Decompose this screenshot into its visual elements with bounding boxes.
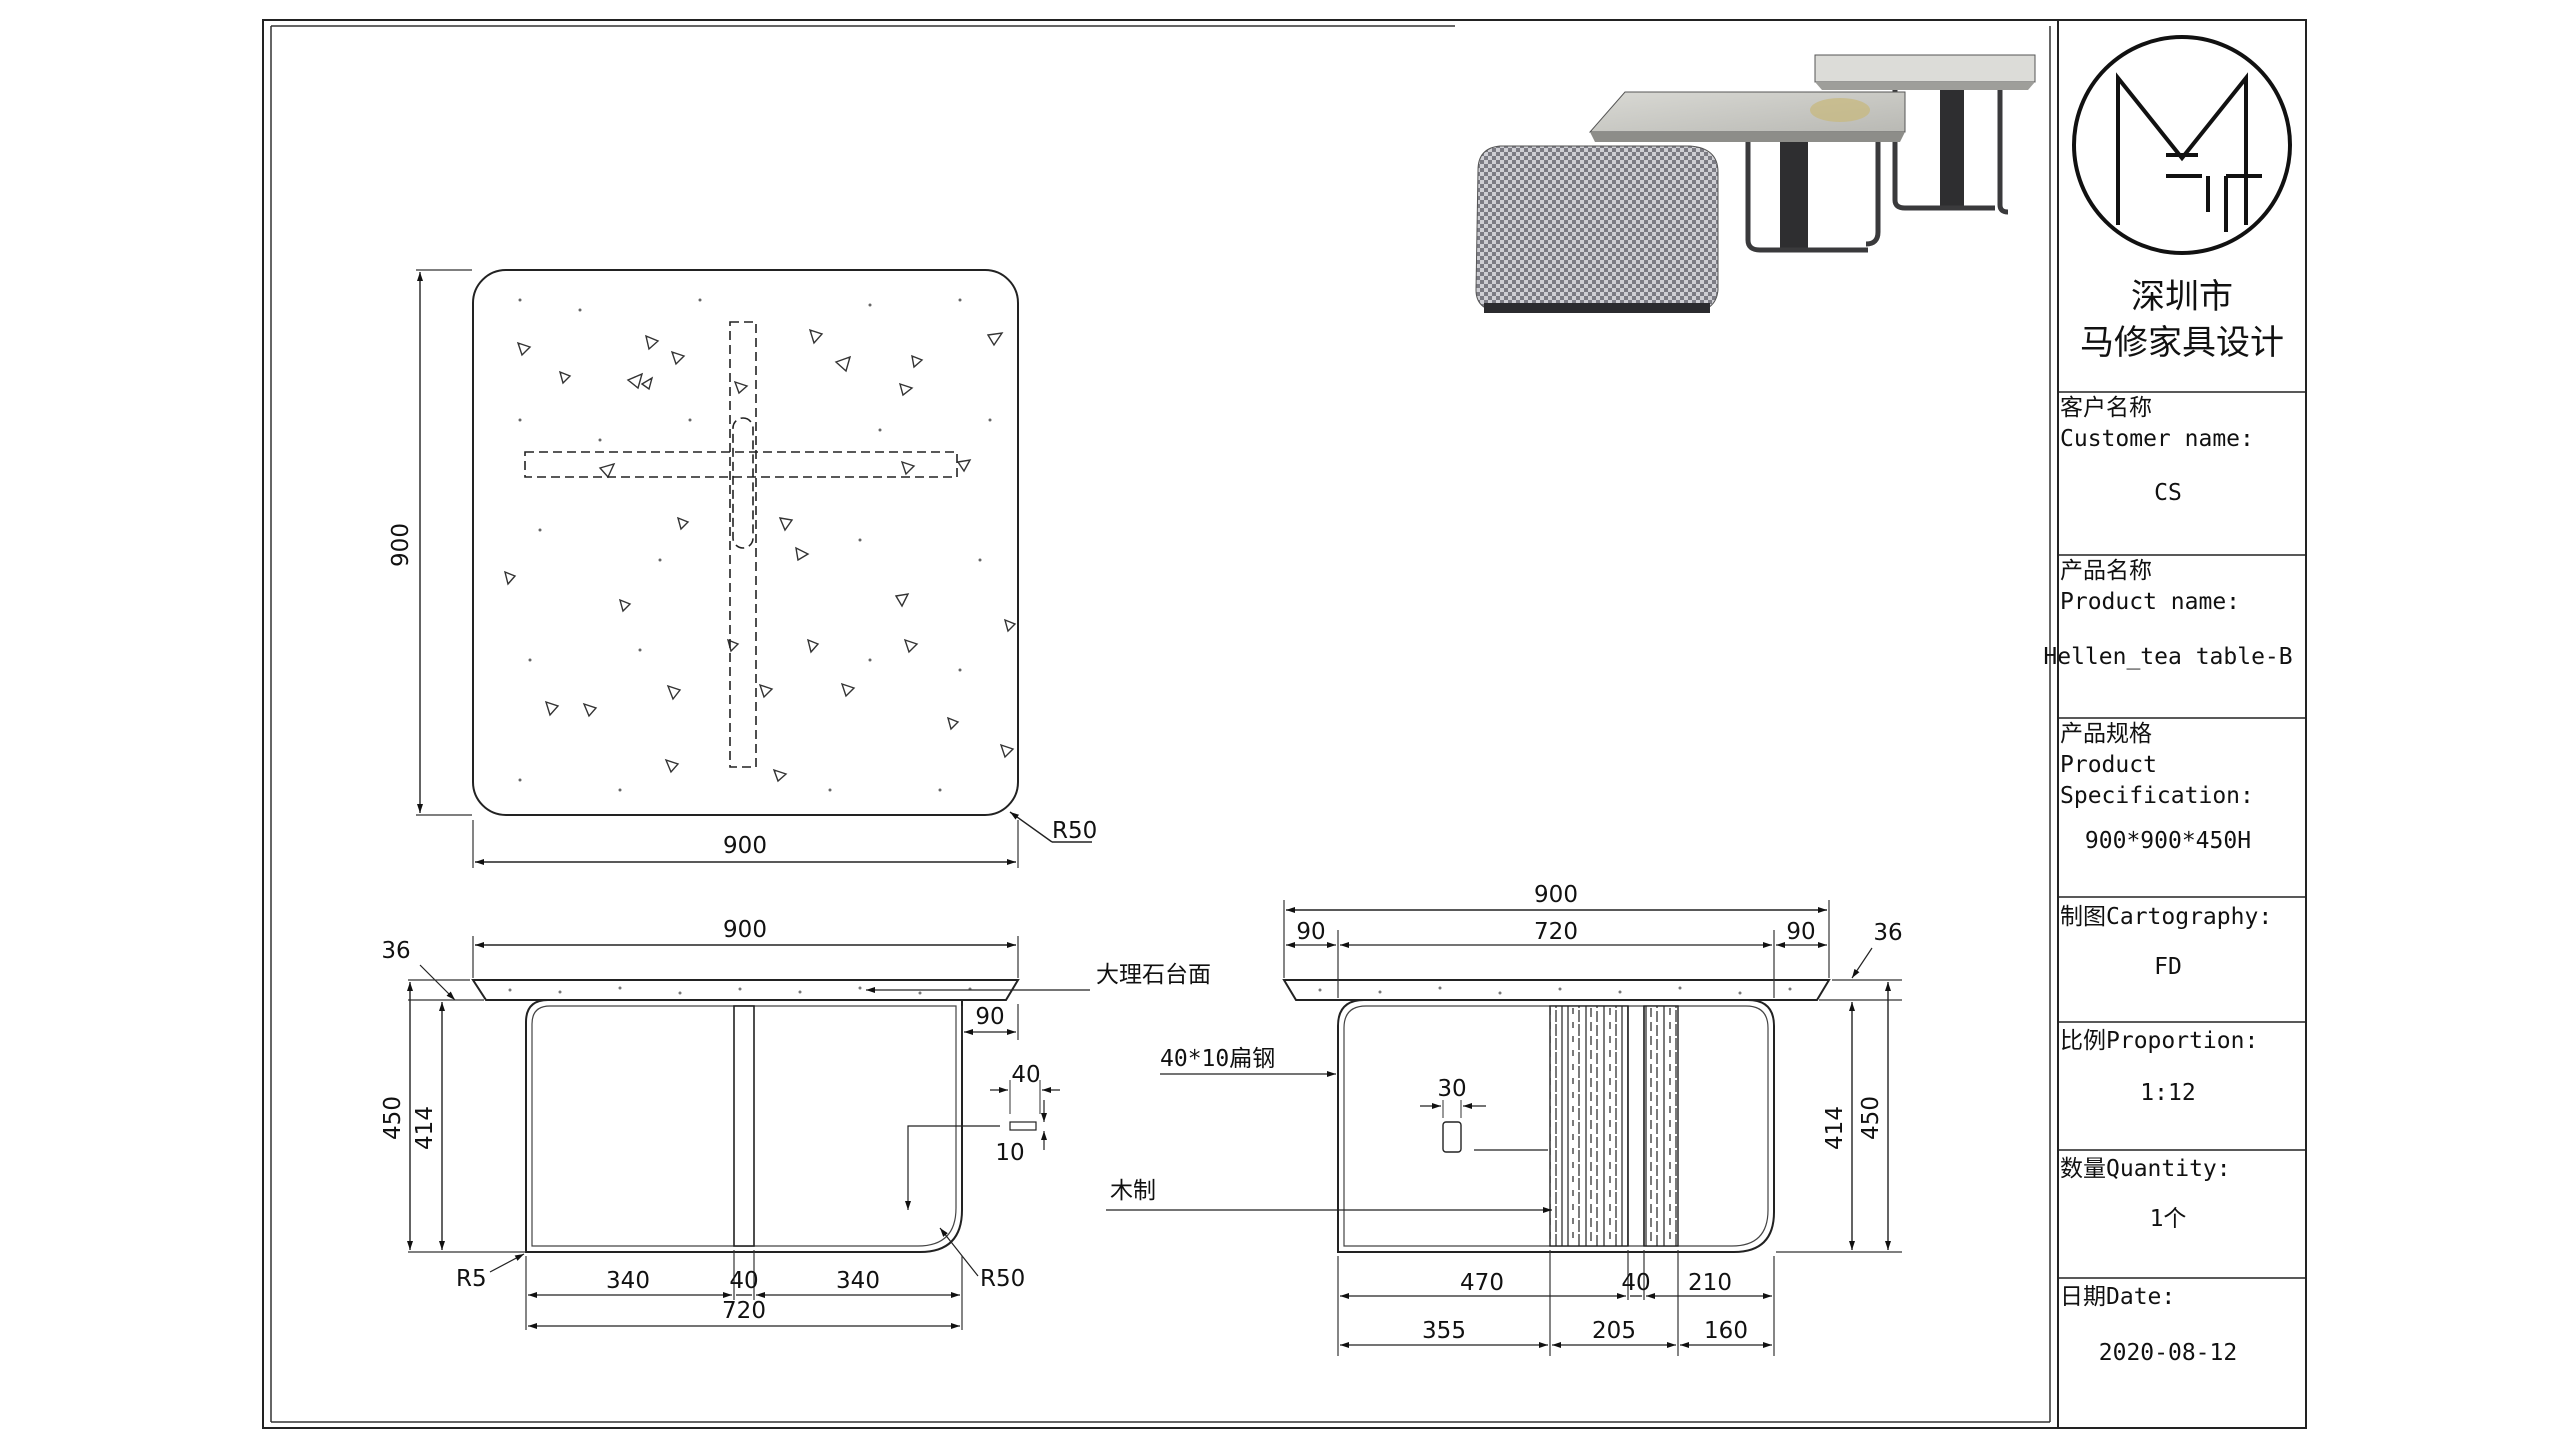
front-frame-outer (525, 999, 963, 1253)
side-dim-slot: 30 (1437, 1076, 1466, 1102)
front-center-post (733, 1005, 755, 1247)
side-slot (1442, 1121, 1462, 1153)
plan-dim-width: 900 (723, 833, 767, 859)
note-flat-steel: 40*10扁钢 (1160, 1046, 1275, 1072)
front-dim-overhang: 90 (975, 1004, 1004, 1030)
side-dim-a2: 40 (1621, 1270, 1650, 1296)
spec-label-cn: 产品规格 (2060, 721, 2152, 747)
company-name-line1: 深圳市 (2131, 277, 2233, 317)
cartography-label: 制图Cartography: (2060, 904, 2272, 930)
title-block-rules (2058, 391, 2306, 1279)
product-value: Hellen_tea table-B (2043, 644, 2292, 670)
front-dim-frame-width: 720 (722, 1298, 766, 1324)
side-dim-top: 900 (1534, 882, 1578, 908)
plan-dim-height: 900 (388, 523, 414, 567)
side-marble-top (1282, 979, 1831, 1001)
front-marble-top (471, 979, 1020, 1001)
front-dim-seg-mid: 40 (729, 1268, 758, 1294)
date-label: 日期Date: (2060, 1284, 2175, 1310)
front-radius-large: R50 (980, 1266, 1025, 1292)
side-dim-left: 90 (1296, 919, 1325, 945)
front-dim-flat-t: 10 (995, 1140, 1024, 1166)
customer-value: CS (2154, 480, 2182, 506)
plan-tabletop (472, 269, 1019, 816)
quantity-label: 数量Quantity: (2060, 1156, 2231, 1182)
outer-border (262, 19, 2307, 1429)
side-dim-frame-height: 414 (1822, 1106, 1848, 1150)
front-dim-seg-left: 340 (606, 1268, 650, 1294)
side-frame-inner (1343, 1005, 1769, 1247)
product-label-en: Product name: (2060, 589, 2240, 615)
proportion-label: 比例Proportion: (2060, 1028, 2258, 1054)
side-dim-top-thickness: 36 (1873, 920, 1902, 946)
logo (2072, 35, 2292, 255)
customer-label-cn: 客户名称 (2060, 395, 2152, 421)
side-wood-panel-2 (1643, 1005, 1679, 1247)
side-dim-right: 90 (1786, 919, 1815, 945)
front-dim-total-height: 450 (380, 1096, 406, 1140)
front-dim-top-thickness: 36 (381, 938, 410, 964)
plan-view: 900 900 R50 (388, 269, 1097, 868)
quantity-value: 1个 (2150, 1206, 2187, 1232)
proportion-value: 1:12 (2140, 1080, 2195, 1106)
side-dim-b2: 205 (1592, 1318, 1636, 1344)
side-dim-a3: 210 (1688, 1270, 1732, 1296)
front-radius-small: R5 (456, 1266, 487, 1292)
spec-label-en1: Product (2060, 752, 2157, 778)
flat-steel-section (1009, 1121, 1037, 1131)
marble-dots (518, 298, 992, 792)
plan-radius-leader (1009, 811, 1053, 843)
spec-label-en2: Specification: (2060, 783, 2254, 809)
note-wood: 木制 (1110, 1178, 1156, 1204)
side-wood-panel (1549, 1005, 1629, 1247)
front-dim-frame-height: 414 (412, 1106, 438, 1150)
hidden-cross-frame (524, 321, 958, 768)
cartography-value: FD (2154, 954, 2182, 980)
front-frame-inner (531, 1005, 957, 1247)
side-frame-outer (1337, 999, 1775, 1253)
date-value: 2020-08-12 (2099, 1340, 2237, 1366)
product-label-cn: 产品名称 (2060, 558, 2152, 584)
marble-speckles (503, 328, 1017, 783)
company-name-line2: 马修家具设计 (2080, 323, 2284, 363)
customer-label-en: Customer name: (2060, 426, 2254, 452)
front-dim-flat-w: 40 (1011, 1062, 1040, 1088)
plan-radius: R50 (1052, 818, 1097, 844)
front-view: 900 36 450 414 90 40 10 R5 R50 (380, 917, 1211, 1330)
note-marble-top: 大理石台面 (1096, 962, 1211, 988)
spec-value: 900*900*450H (2085, 828, 2251, 854)
side-dim-a1: 470 (1460, 1270, 1504, 1296)
side-dim-total-height: 450 (1858, 1096, 1884, 1140)
product-render (1475, 54, 2036, 313)
side-dim-b3: 160 (1704, 1318, 1748, 1344)
side-dim-b1: 355 (1422, 1318, 1466, 1344)
side-dim-mid: 720 (1534, 919, 1578, 945)
front-dim-seg-right: 340 (836, 1268, 880, 1294)
side-view: 30 900 90 720 90 36 414 450 40*10扁钢 木制 (1106, 882, 1903, 1356)
front-dim-top: 900 (723, 917, 767, 943)
